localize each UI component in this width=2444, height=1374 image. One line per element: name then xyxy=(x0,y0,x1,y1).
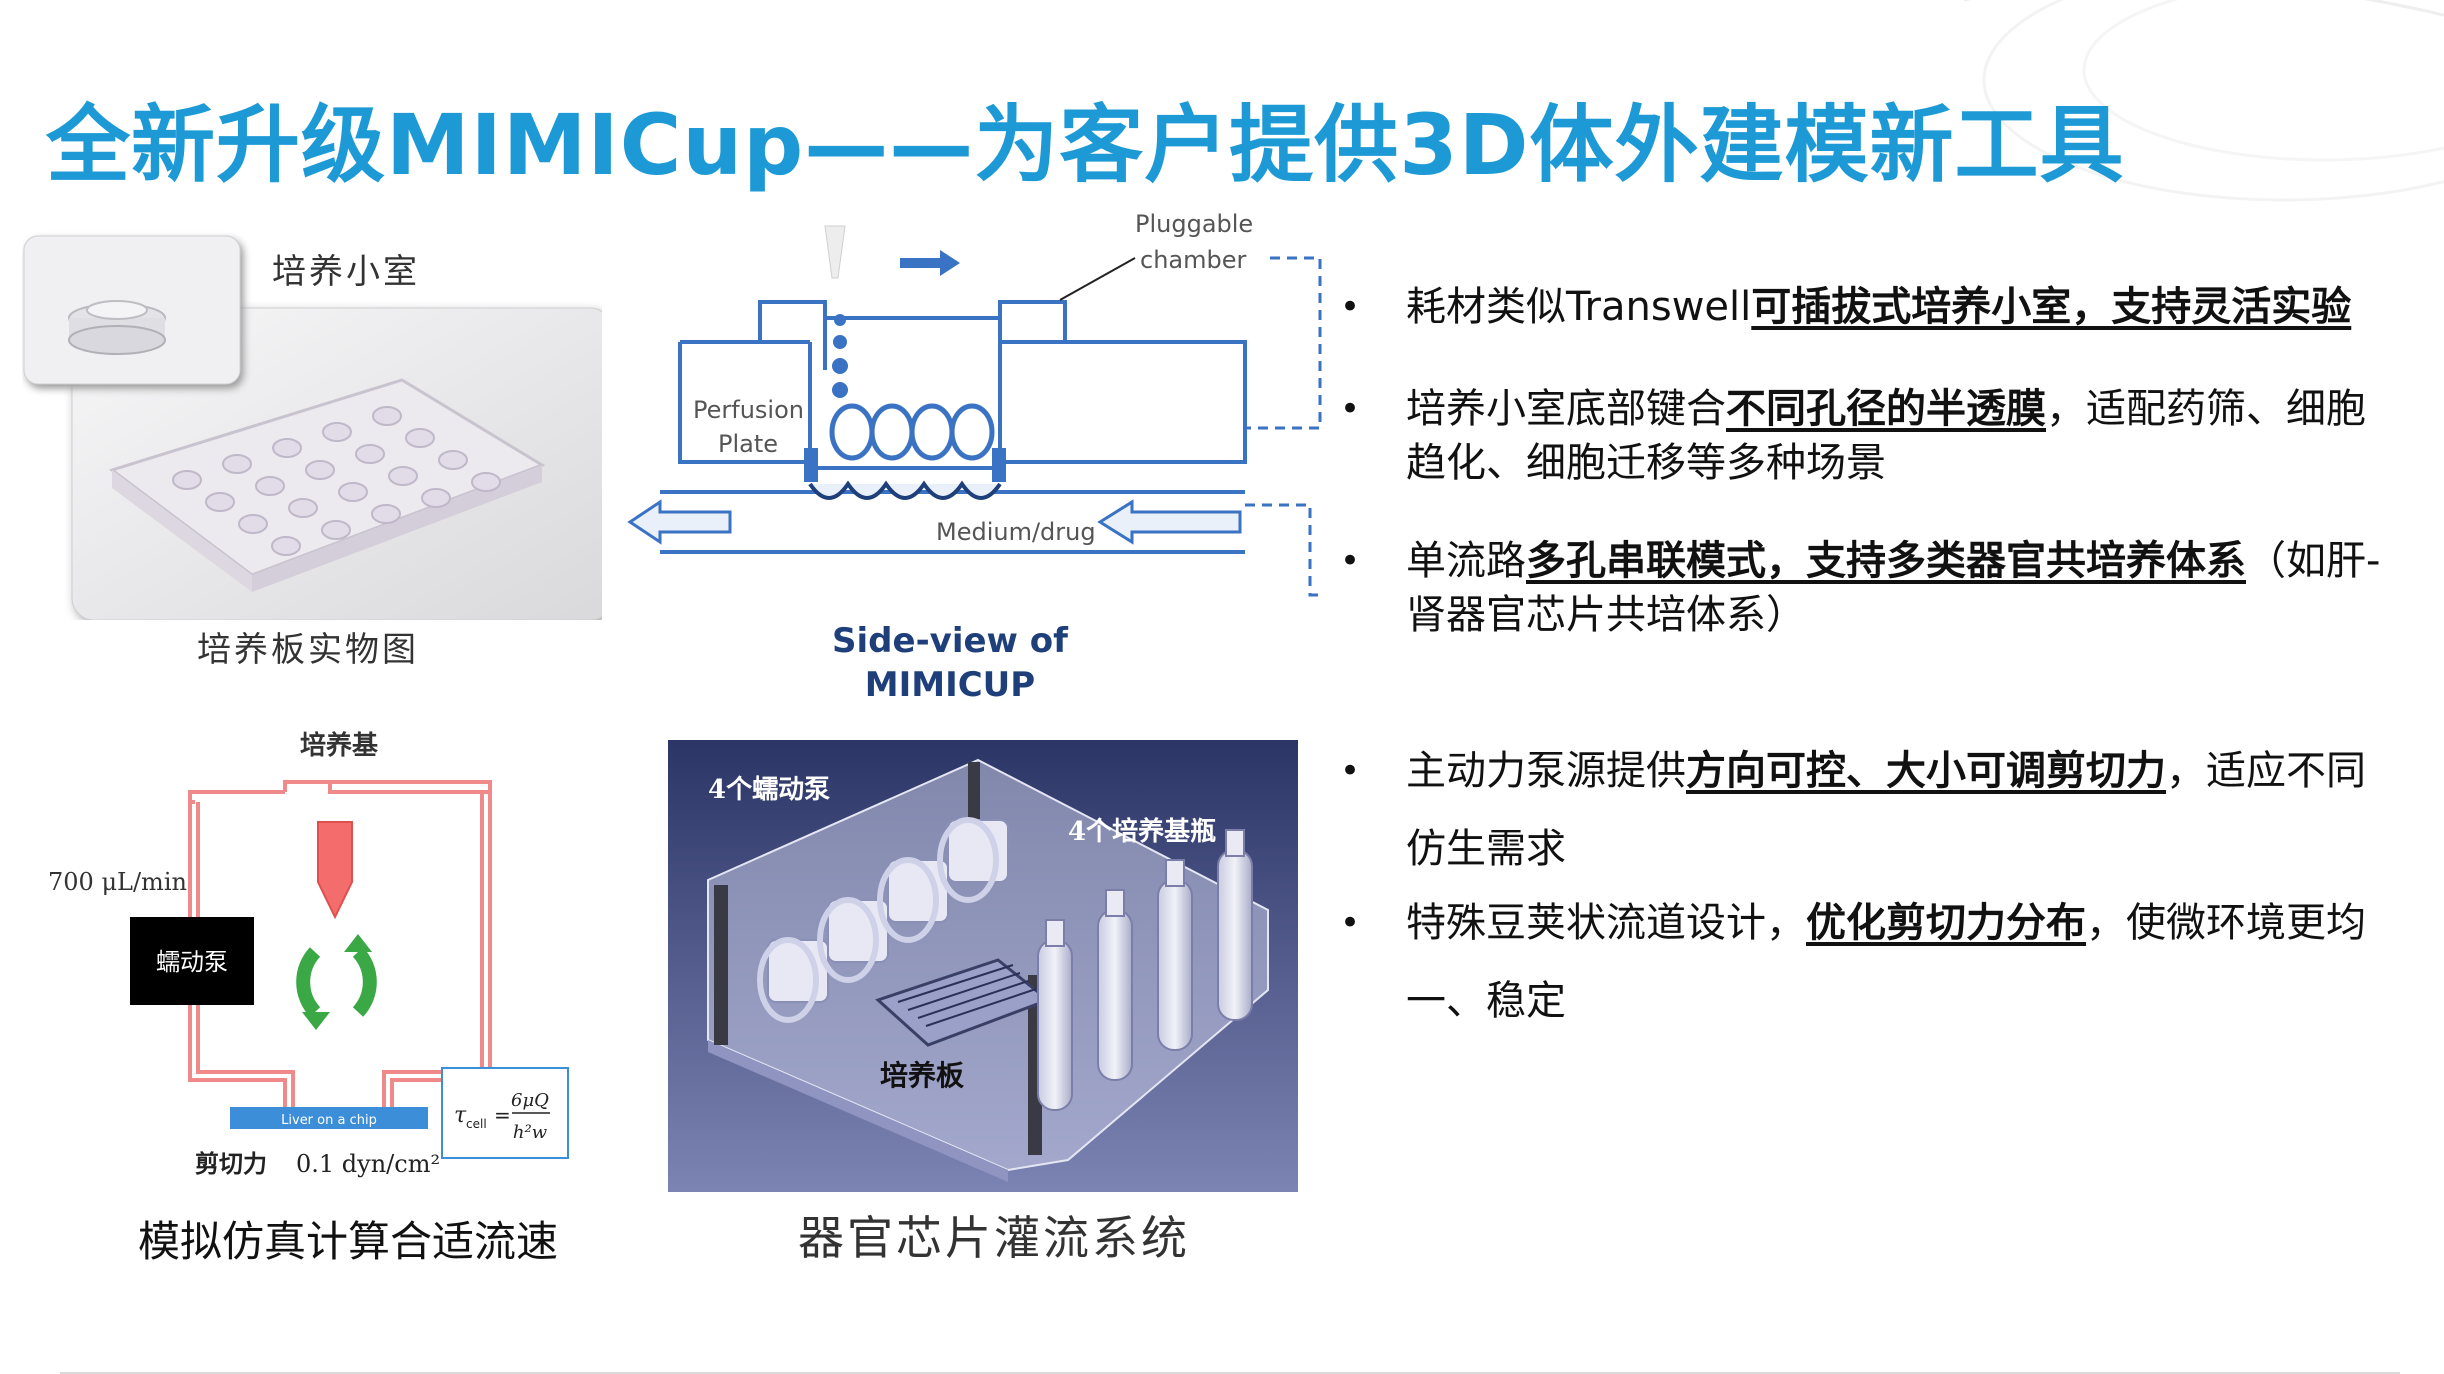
feature-text: 特殊豆荚状流道设计， xyxy=(1406,900,1806,946)
shear-label: 剪切力 xyxy=(195,1150,267,1178)
chip-label: Liver on a chip xyxy=(281,1113,377,1128)
side-view-diagram: Pluggable chamber Perfusion Plate Medium… xyxy=(627,210,1322,705)
feature-highlight: 不同孔径的半透膜 xyxy=(1726,386,2046,432)
medium-label: 培养基 xyxy=(300,730,379,761)
shear-value: 0.1 dyn/cm² xyxy=(296,1150,440,1178)
medium-label: Medium/drug xyxy=(936,518,1096,546)
formula-denominator: h²w xyxy=(513,1122,548,1143)
feature-text: 培养小室底部键合 xyxy=(1406,386,1726,432)
bullet-dot: • xyxy=(1340,751,1361,791)
feature-text: （如肝-肾器官芯片共培体系） xyxy=(1406,538,2381,638)
decorative-swirl xyxy=(1964,0,2444,202)
plate-photo xyxy=(23,235,602,620)
feature-text: ，适应不同仿生需求 xyxy=(1406,748,2366,872)
pump-label: 蠕动泵 xyxy=(156,948,228,976)
bottles-label: 4个培养基瓶 xyxy=(1068,816,1216,847)
page-title: 全新升级MIMICup——为客户提供3D体外建模新工具 xyxy=(46,96,2125,194)
perfusion-label-1: Perfusion xyxy=(693,396,804,424)
feature-item-5: • 特殊豆荚状流道设计，优化剪切力分布，使微环境更均一、稳定 xyxy=(1340,884,2400,1040)
feature-item-3: • 单流路多孔串联模式，支持多类器官共培养体系（如肝-肾器官芯片共培体系） xyxy=(1340,534,2400,642)
feature-item-1: • 耗材类似Transwell可插拔式培养小室，支持灵活实验 xyxy=(1340,280,2400,334)
feature-text: ，适配药筛、细胞趋化、细胞迁移等多种场景 xyxy=(1406,386,2366,486)
chamber-caption: 培养小室 xyxy=(272,252,420,292)
feature-highlight: 可插拔式培养小室，支持灵活实验 xyxy=(1751,284,2352,330)
svg-text:=: = xyxy=(494,1103,511,1127)
flow-simulation-caption: 模拟仿真计算合适流速 xyxy=(138,1217,559,1266)
pluggable-label-1: Pluggable xyxy=(1135,210,1253,238)
feature-item-2: • 培养小室底部键合不同孔径的半透膜，适配药筛、细胞趋化、细胞迁移等多种场景 xyxy=(1340,382,2400,490)
perfusion-label-2: Plate xyxy=(718,430,778,458)
perfusion-system-panel: 4个蠕动泵 4个培养基瓶 培养板 器官芯片灌流系统 xyxy=(668,740,1298,1270)
plate-photo-caption: 培养板实物图 xyxy=(197,630,419,670)
perfusion-system-render: 4个蠕动泵 4个培养基瓶 培养板 xyxy=(668,740,1298,1192)
feature-text: 主动力泵源提供 xyxy=(1406,748,1686,794)
flow-simulation-diagram: 蠕动泵 Liver on a chip τ cell = 6μQ h²w 培养基… xyxy=(48,730,569,1178)
feature-highlight: 优化剪切力分布 xyxy=(1806,900,2086,946)
bullet-dot: • xyxy=(1340,287,1361,327)
perfusion-system-caption: 器官芯片灌流系统 xyxy=(798,1211,1190,1265)
bullet-dot: • xyxy=(1340,541,1361,581)
side-view-panel: Pluggable chamber Perfusion Plate Medium… xyxy=(620,200,1340,720)
side-view-caption-2: MIMICUP xyxy=(865,665,1035,705)
feature-text: ，使微环境更均一、稳定 xyxy=(1406,900,2366,1024)
flow-rate-label: 700 μL/min xyxy=(48,868,187,896)
footer-divider xyxy=(60,1372,2400,1374)
formula-lhs: τ xyxy=(454,1103,467,1128)
bullet-dot: • xyxy=(1340,903,1361,943)
side-view-caption-1: Side-view of xyxy=(832,621,1069,661)
pumps-label: 4个蠕动泵 xyxy=(708,775,830,805)
feature-highlight: 方向可控、大小可调剪切力 xyxy=(1686,748,2166,794)
pluggable-label-2: chamber xyxy=(1140,246,1246,274)
feature-text: 单流路 xyxy=(1406,538,1526,584)
feature-item-4: • 主动力泵源提供方向可控、大小可调剪切力，适应不同仿生需求 xyxy=(1340,732,2400,888)
flow-simulation-panel: 蠕动泵 Liver on a chip τ cell = 6μQ h²w 培养基… xyxy=(30,712,600,1272)
bullet-dot: • xyxy=(1340,389,1361,429)
formula-sub: cell xyxy=(466,1117,487,1131)
plate-label: 培养板 xyxy=(880,1059,964,1092)
plate-photo-panel: 培养小室 培养板实物图 xyxy=(22,230,602,670)
feature-text: 耗材类似Transwell xyxy=(1406,284,1752,330)
formula-numerator: 6μQ xyxy=(511,1090,549,1111)
feature-highlight: 多孔串联模式，支持多类器官共培养体系 xyxy=(1526,538,2246,584)
